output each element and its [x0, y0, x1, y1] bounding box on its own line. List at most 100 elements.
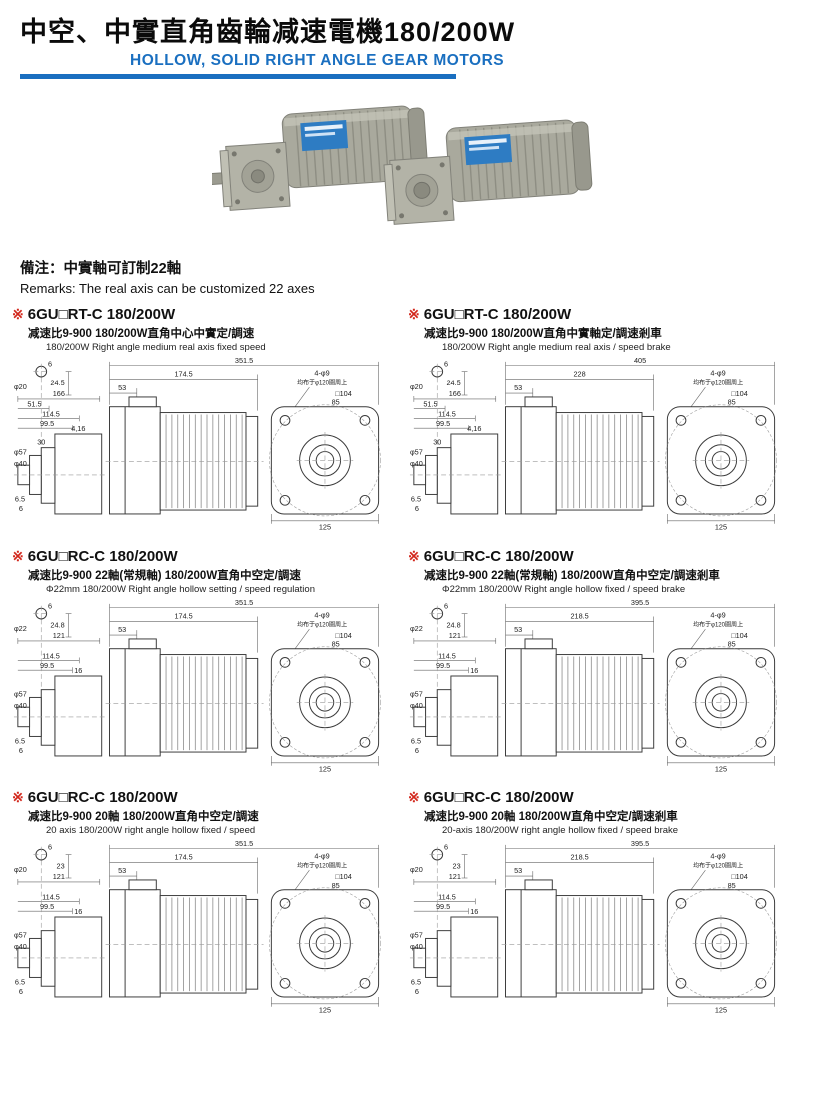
dim-total-length: 405: [634, 356, 646, 365]
dim-ev-offset: 24.5: [446, 378, 460, 387]
section-heading: ※6GU□RT-C 180/200W: [408, 306, 804, 323]
description-zh: 减速比9-900 20軸 180/200W直角中空定/調速: [28, 811, 259, 823]
dim-square-flange: □104: [731, 630, 748, 639]
dim-ev-d57: φ57: [410, 689, 423, 698]
dim-ev-d40: φ40: [14, 459, 27, 468]
dim-square-flange: □104: [731, 872, 748, 881]
dim-bolt-circle-note: 均布于φ120圓周上: [297, 620, 347, 628]
bolt-hole: [235, 199, 241, 205]
description-en: Φ22mm 180/200W Right angle hollow fixed …: [442, 583, 686, 595]
dim-ev-s1: 4,16: [467, 424, 481, 433]
section-marker: ※: [12, 306, 24, 322]
section-heading: ※6GU□RC-C 180/200W: [12, 789, 408, 806]
dim-bolt-circle-note: 均布于φ120圓周上: [297, 861, 347, 869]
dim-bottom-width: 125: [715, 764, 727, 773]
dim-bolt-circle-note: 均布于φ120圓周上: [693, 620, 743, 628]
nameplate-line: [304, 124, 343, 131]
dim-ev-d2: 114.5: [42, 651, 60, 660]
dim-ev-s2: 30: [37, 438, 45, 447]
side-view: [501, 637, 660, 756]
dim-ev-b2: 6: [415, 987, 419, 996]
model-code: 6GU□RC-C 180/200W: [27, 789, 178, 806]
bolt-hole: [275, 148, 281, 154]
dim-ev-d2: 114.5: [42, 409, 60, 418]
dim-ev-s1: 16: [470, 666, 478, 675]
end-view: [409, 605, 502, 756]
dim-ev-d2: 114.5: [438, 651, 456, 660]
dim-total-length: 395.5: [631, 839, 649, 848]
spec-section: ※6GU□RC-C 180/200W 减速比9-900 20軸 180/200W…: [408, 789, 804, 1015]
dim-ev-d57: φ57: [14, 447, 27, 456]
dim-pilot: 85: [332, 881, 340, 890]
dim-ev-s1: 4,16: [71, 424, 85, 433]
flange-view: [269, 887, 381, 1000]
dim-pilot: 85: [728, 881, 736, 890]
title-rule: [20, 74, 456, 79]
dim-motor-length: 174.5: [174, 852, 192, 861]
dim-ev-b1: 6.5: [15, 494, 25, 503]
dim-motor-length: 174.5: [174, 369, 192, 378]
section-marker: ※: [12, 547, 24, 564]
dim-pilot: 85: [332, 639, 340, 648]
nameplate-line: [468, 138, 507, 145]
side-view: [501, 879, 660, 998]
dim-ev-hole: 6: [48, 843, 52, 852]
dim-ev-hole: 6: [48, 360, 52, 369]
page-header: 中空、中實直角齒輪减速電機180/200W HOLLOW, SOLID RIGH…: [0, 0, 815, 79]
output-shaft: [203, 172, 223, 186]
description-en: Φ22mm 180/200W Right angle hollow settin…: [46, 583, 315, 595]
dim-ev-d3: 99.5: [40, 419, 54, 428]
dim-ev-offset: 24.5: [50, 378, 64, 387]
dim-ev-b1: 6.5: [411, 977, 421, 986]
dim-ev-s1: 16: [470, 907, 478, 916]
dim-total-length: 351.5: [235, 839, 253, 848]
dim-square-flange: □104: [335, 389, 352, 398]
dim-pilot: 85: [728, 398, 736, 407]
dim-front: 53: [118, 383, 126, 392]
dim-bottom-width: 125: [715, 1006, 727, 1015]
bolt-hole: [439, 162, 445, 168]
section-heading: ※6GU□RC-C 180/200W: [408, 789, 804, 806]
gearbox-flange: [383, 163, 397, 222]
dim-ev-d57: φ57: [410, 930, 423, 939]
model-code: 6GU□RC-C 180/200W: [27, 547, 178, 565]
dim-ev-shaft: φ20: [410, 865, 423, 874]
description-zh: 减速比9-900 180/200W直角中實軸定/調速剎車: [424, 328, 662, 340]
description-en: 180/200W Right angle medium real axis fi…: [46, 342, 266, 353]
remarks-zh: 備注：中實軸可訂制22軸: [20, 261, 182, 277]
dim-ev-b1: 6.5: [411, 494, 421, 503]
dim-bolt-holes: 4-φ9: [314, 610, 329, 619]
dim-ev-d2: 114.5: [42, 892, 60, 901]
description-en: 20-axis 180/200W right angle hollow fixe…: [442, 825, 679, 836]
dim-bolt-circle-note: 均布于φ120圓周上: [297, 378, 347, 386]
section-marker: ※: [408, 306, 420, 322]
section-marker: ※: [12, 789, 24, 805]
dim-total-length: 395.5: [631, 598, 649, 607]
dim-ev-d57: φ57: [14, 930, 27, 939]
dim-bottom-width: 125: [319, 1006, 331, 1015]
dim-square-flange: □104: [335, 630, 352, 639]
side-view: [105, 637, 264, 756]
dim-ev-d2: 114.5: [438, 409, 456, 418]
model-code: 6GU□RT-C 180/200W: [423, 306, 572, 323]
dim-square-flange: □104: [731, 389, 748, 398]
dim-ev-shaft: φ20: [14, 382, 27, 391]
technical-drawing: 351.5 174.5 53: [14, 356, 381, 532]
dim-ev-d3: 99.5: [40, 902, 54, 911]
flange-view: [269, 404, 381, 517]
dim-ev-s1: 16: [74, 907, 82, 916]
dim-ev-d40: φ40: [410, 701, 423, 710]
dim-front: 53: [514, 383, 522, 392]
dim-ev-b2: 6: [19, 987, 23, 996]
dim-pilot: 85: [332, 398, 340, 407]
spec-section: ※6GU□RT-C 180/200W 减速比9-900 180/200W直角中心…: [12, 306, 408, 532]
dim-pilot: 85: [728, 639, 736, 648]
body-highlight: [447, 123, 575, 141]
flange-view: [665, 645, 777, 758]
dim-bolt-holes: 4-φ9: [710, 369, 725, 378]
dim-bolt-holes: 4-φ9: [314, 369, 329, 378]
description-zh: 减速比9-900 180/200W直角中心中實定/調速: [28, 328, 255, 340]
dim-ev-width: 121: [53, 630, 65, 639]
remarks-block: 備注：中實軸可訂制22軸 Remarks: The real axis can …: [20, 260, 315, 297]
technical-drawing: 395.5 218.5 53: [409, 839, 777, 1015]
